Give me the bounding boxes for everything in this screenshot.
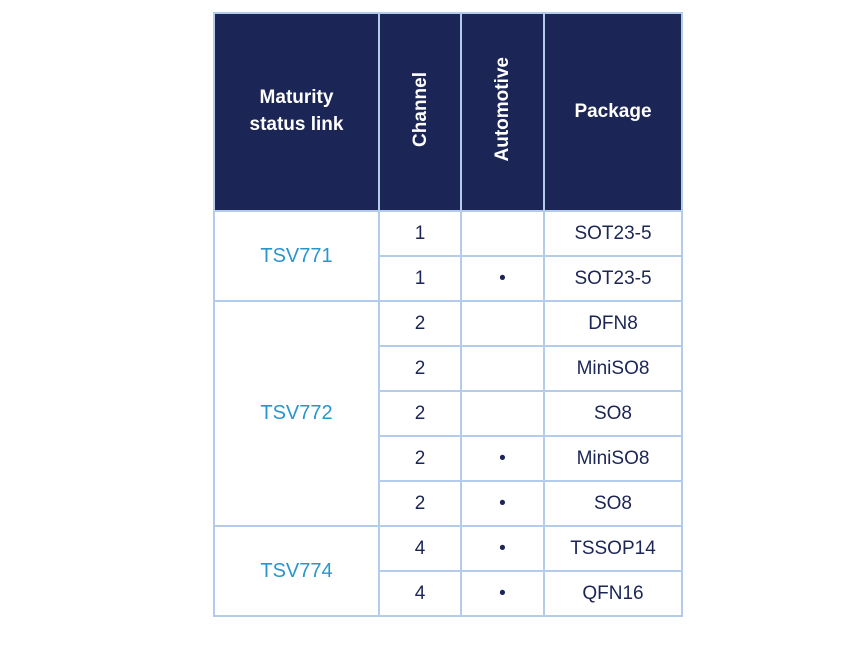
automotive-cell: • bbox=[460, 570, 545, 617]
automotive-cell: • bbox=[460, 525, 545, 572]
table-row: 4 • QFN16 bbox=[214, 570, 683, 617]
automotive-cell bbox=[460, 390, 545, 437]
package-cell: MiniSO8 bbox=[543, 435, 683, 482]
automotive-cell bbox=[460, 345, 545, 392]
channel-cell: 2 bbox=[378, 435, 462, 482]
col-header-channel: Channel bbox=[378, 12, 462, 212]
package-cell: SOT23-5 bbox=[543, 255, 683, 302]
package-cell: SOT23-5 bbox=[543, 210, 683, 257]
package-cell: TSSOP14 bbox=[543, 525, 683, 572]
channel-cell: 1 bbox=[378, 255, 462, 302]
automotive-cell: • bbox=[460, 255, 545, 302]
channel-cell: 2 bbox=[378, 345, 462, 392]
channel-cell: 2 bbox=[378, 480, 462, 527]
col-header-maturity-status-link: Maturity status link bbox=[213, 12, 380, 212]
product-selection-table: Maturity status link Channel Automotive … bbox=[213, 12, 683, 617]
table-row: 2 • MiniSO8 bbox=[214, 435, 683, 482]
table-row: 2 MiniSO8 bbox=[214, 345, 683, 392]
package-cell: SO8 bbox=[543, 480, 683, 527]
part-cell-tsv774: TSV774 bbox=[213, 525, 380, 617]
automotive-cell: • bbox=[460, 480, 545, 527]
col-header-package: Package bbox=[543, 12, 683, 212]
header-row: Maturity status link Channel Automotive … bbox=[213, 12, 683, 212]
channel-cell: 2 bbox=[378, 390, 462, 437]
col-header-channel-label: Channel bbox=[409, 71, 431, 147]
table-row: 2 SO8 bbox=[214, 390, 683, 437]
package-cell: DFN8 bbox=[543, 300, 683, 347]
channel-cell: 4 bbox=[378, 570, 462, 617]
part-link-tsv774[interactable]: TSV774 bbox=[260, 559, 333, 582]
channel-cell: 1 bbox=[378, 210, 462, 257]
table-row: TSV771 1 SOT23-5 bbox=[213, 210, 683, 302]
channel-cell: 4 bbox=[378, 525, 462, 572]
package-cell: SO8 bbox=[543, 390, 683, 437]
automotive-cell bbox=[460, 210, 545, 257]
table-row: 1 • SOT23-5 bbox=[214, 255, 683, 302]
part-cell-tsv771: TSV771 bbox=[213, 210, 380, 302]
automotive-cell bbox=[460, 300, 545, 347]
col-header-package-label: Package bbox=[574, 101, 652, 122]
part-link-tsv772[interactable]: TSV772 bbox=[260, 402, 333, 424]
table-row: TSV774 4 • TSSOP14 bbox=[213, 525, 683, 617]
table-row: 2 • SO8 bbox=[214, 480, 683, 527]
table-row: TSV772 2 DFN8 bbox=[213, 300, 683, 527]
col-header-automotive: Automotive bbox=[460, 12, 545, 212]
channel-cell: 2 bbox=[378, 300, 462, 347]
col-header-maturity-status-link-label: Maturity status link bbox=[249, 87, 344, 135]
col-header-automotive-label: Automotive bbox=[492, 56, 513, 162]
part-cell-tsv772: TSV772 bbox=[213, 300, 380, 527]
automotive-cell: • bbox=[460, 435, 545, 482]
package-cell: QFN16 bbox=[543, 570, 683, 617]
package-cell: MiniSO8 bbox=[543, 345, 683, 392]
part-link-tsv771[interactable]: TSV771 bbox=[260, 244, 333, 267]
